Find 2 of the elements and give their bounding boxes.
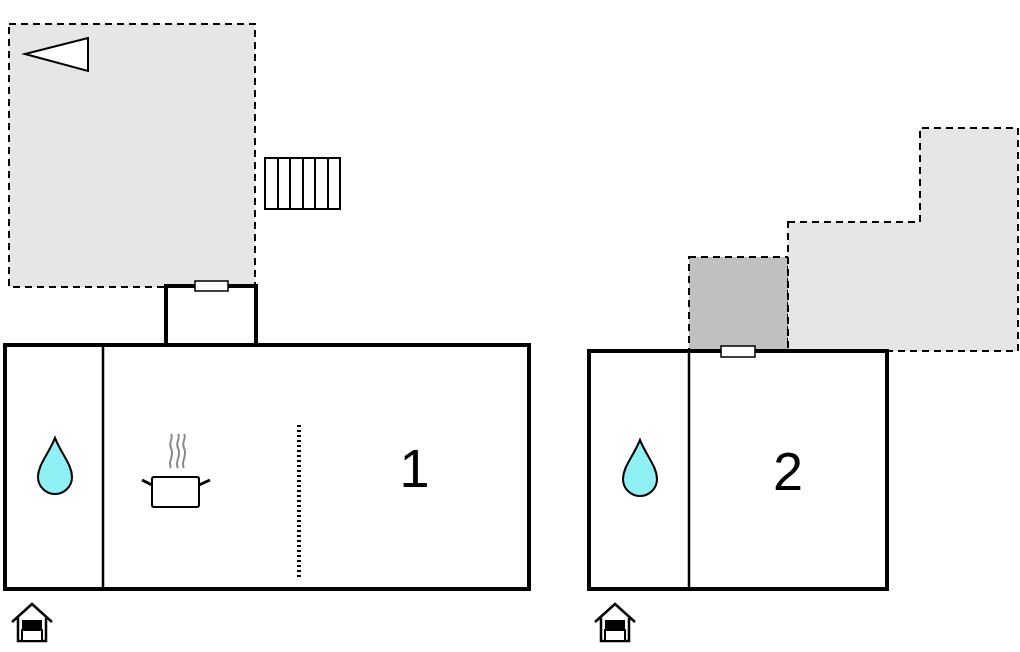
- room-number: 1: [399, 441, 430, 495]
- room-number: 2: [772, 444, 803, 498]
